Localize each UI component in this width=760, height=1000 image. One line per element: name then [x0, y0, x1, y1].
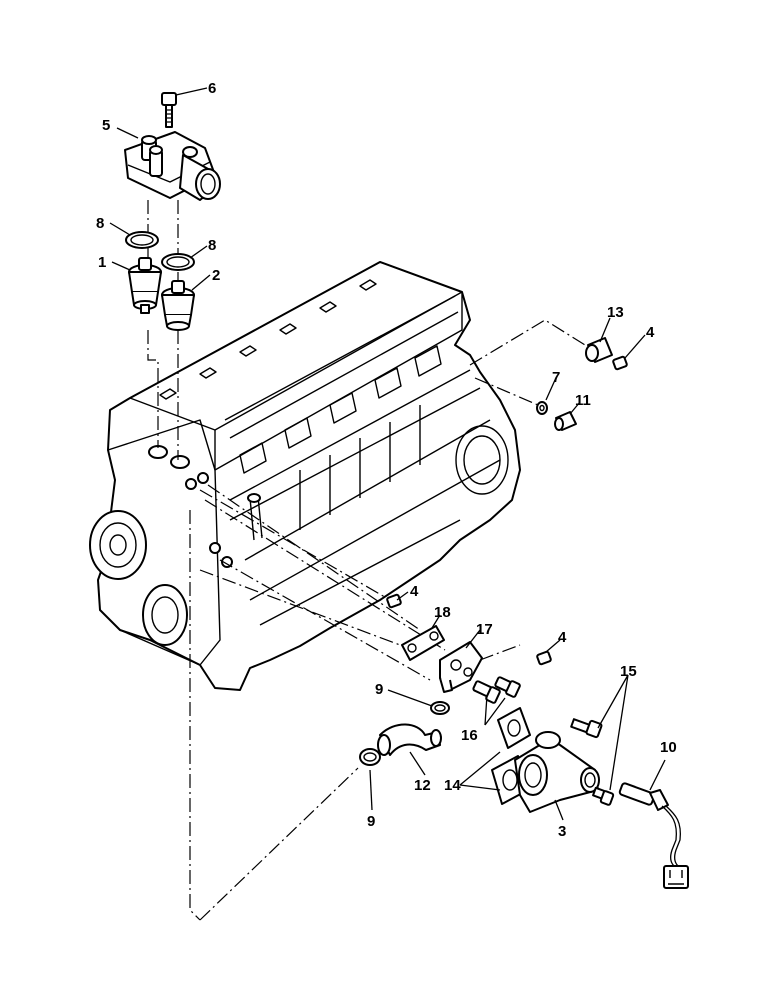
callout-16: 16 [461, 727, 478, 744]
callout-12: 12 [414, 777, 431, 794]
fitting-part-13 [585, 337, 613, 363]
callout-10: 10 [660, 739, 677, 756]
thermostat-part-2 [161, 280, 195, 331]
callout-labels: 6 5 8 8 1 2 13 4 7 11 4 18 17 4 15 9 16 … [96, 80, 677, 840]
callout-14: 14 [444, 777, 461, 794]
engine-block [89, 261, 521, 691]
plug-part-11 [554, 411, 577, 431]
plug-part-4-top [612, 355, 628, 371]
callout-18: 18 [434, 604, 451, 621]
callout-4-lower: 4 [558, 629, 567, 646]
callout-8-right: 8 [208, 237, 216, 254]
plug-part-4-middle [386, 593, 402, 609]
water-outlet-part-3 [514, 731, 600, 813]
callout-11: 11 [575, 392, 591, 409]
clamp-part-9-upper [430, 701, 450, 715]
callout-9-upper: 9 [375, 681, 383, 698]
gasket-part-14-upper [497, 707, 531, 749]
o-ring-part-8-right [161, 253, 195, 271]
bolt-part-15-upper [570, 718, 603, 739]
gasket-part-18 [401, 625, 445, 661]
callout-9-lower: 9 [367, 813, 375, 830]
callout-3: 3 [558, 823, 566, 840]
callout-4-top: 4 [646, 324, 655, 341]
thermostat-housing-part-5 [124, 131, 221, 201]
assembly-center-lines [147, 200, 586, 921]
callout-2: 2 [212, 267, 220, 284]
callout-6: 6 [208, 80, 216, 97]
bolt-part-16-a [472, 680, 501, 704]
hose-part-12 [377, 723, 442, 756]
clamp-part-9-lower [359, 748, 381, 766]
plug-part-4-lower [536, 650, 552, 666]
bolt-part-15-lower [592, 786, 615, 806]
callout-4-middle: 4 [410, 583, 419, 600]
callout-15: 15 [620, 663, 637, 680]
temperature-sensor-part-10 [618, 782, 689, 889]
bolt-part-16-b [494, 676, 521, 698]
callout-5: 5 [102, 117, 110, 134]
washer-part-7 [536, 401, 548, 415]
callout-17: 17 [476, 621, 493, 638]
o-ring-part-8-left [125, 231, 159, 249]
callout-8-left: 8 [96, 215, 104, 232]
leader-lines [109, 87, 666, 821]
bolt-part-6 [161, 92, 177, 128]
callout-1: 1 [98, 254, 106, 271]
callout-7: 7 [552, 369, 560, 386]
thermostat-part-1 [128, 257, 162, 314]
callout-13: 13 [607, 304, 624, 321]
